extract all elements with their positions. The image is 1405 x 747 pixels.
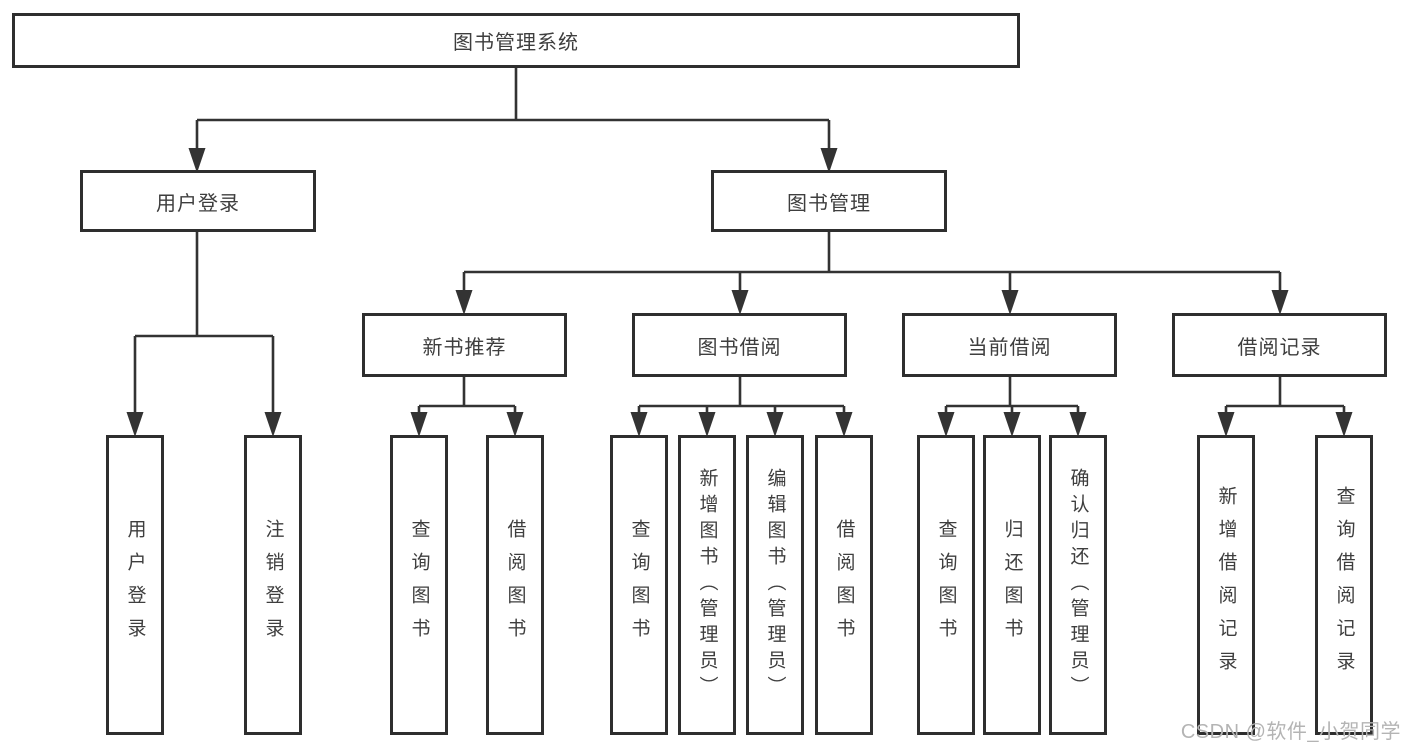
node-root-label: 图书管理系统 bbox=[453, 32, 579, 54]
arrowhead-icon bbox=[820, 148, 838, 173]
wire-book-mgmt-to-groups bbox=[455, 232, 1289, 315]
arrowhead-icon bbox=[937, 412, 955, 437]
leaf-query-book-borrow: 查询图书 bbox=[610, 435, 668, 735]
leaf-edit-book-admin-label: 编辑图书（管理员） bbox=[764, 468, 786, 702]
leaf-add-borrow-record: 新增借阅记录 bbox=[1197, 435, 1255, 735]
wire-borrow-record-to-leaves bbox=[1217, 377, 1353, 437]
node-user-login: 用户登录 bbox=[80, 170, 316, 232]
wire-current-borrow-to-leaves bbox=[937, 377, 1087, 437]
leaf-user-login: 用户登录 bbox=[106, 435, 164, 735]
arrowhead-icon bbox=[1001, 290, 1019, 315]
leaf-logout-label: 注销登录 bbox=[262, 519, 284, 651]
node-current-borrow: 当前借阅 bbox=[902, 313, 1117, 377]
node-current-borrow-label: 当前借阅 bbox=[967, 336, 1052, 359]
arrowhead-icon bbox=[1217, 412, 1235, 437]
arrowhead-icon bbox=[698, 412, 716, 437]
leaf-logout: 注销登录 bbox=[244, 435, 302, 735]
leaf-add-book-admin: 新增图书（管理员） bbox=[678, 435, 736, 735]
wire-user-login-to-leaves bbox=[126, 232, 282, 437]
leaf-return-book: 归还图书 bbox=[983, 435, 1041, 735]
arrowhead-icon bbox=[1271, 290, 1289, 315]
leaf-borrow-book-label: 借阅图书 bbox=[833, 519, 855, 651]
leaf-edit-book-admin: 编辑图书（管理员） bbox=[746, 435, 804, 735]
node-root: 图书管理系统 bbox=[12, 13, 1020, 68]
arrowhead-icon bbox=[766, 412, 784, 437]
leaf-query-book-current: 查询图书 bbox=[917, 435, 975, 735]
node-new-book-recommend: 新书推荐 bbox=[362, 313, 567, 377]
leaf-borrow-book-recommend: 借阅图书 bbox=[486, 435, 544, 735]
arrowhead-icon bbox=[835, 412, 853, 437]
leaf-query-book-recommend: 查询图书 bbox=[390, 435, 448, 735]
arrowhead-icon bbox=[126, 412, 144, 437]
arrowhead-icon bbox=[630, 412, 648, 437]
wire-book-borrow-to-leaves bbox=[630, 377, 853, 437]
leaf-query-book-recommend-label: 查询图书 bbox=[408, 519, 430, 651]
node-book-management: 图书管理 bbox=[711, 170, 947, 232]
leaf-query-book-borrow-label: 查询图书 bbox=[628, 519, 650, 651]
node-book-borrow: 图书借阅 bbox=[632, 313, 847, 377]
leaf-borrow-book-recommend-label: 借阅图书 bbox=[504, 519, 526, 651]
leaf-return-book-label: 归还图书 bbox=[1001, 519, 1023, 651]
wire-new-book-to-leaves bbox=[410, 377, 524, 437]
arrowhead-icon bbox=[455, 290, 473, 315]
node-book-management-label: 图书管理 bbox=[787, 192, 871, 215]
node-borrow-record: 借阅记录 bbox=[1172, 313, 1387, 377]
node-borrow-record-label: 借阅记录 bbox=[1237, 336, 1322, 359]
arrowhead-icon bbox=[1003, 412, 1021, 437]
arrowhead-icon bbox=[731, 290, 749, 315]
leaf-query-book-current-label: 查询图书 bbox=[935, 519, 957, 651]
leaf-borrow-book: 借阅图书 bbox=[815, 435, 873, 735]
leaf-confirm-return-admin: 确认归还（管理员） bbox=[1049, 435, 1107, 735]
arrowhead-icon bbox=[188, 148, 206, 173]
leaf-user-login-label: 用户登录 bbox=[124, 519, 146, 651]
arrowhead-icon bbox=[506, 412, 524, 437]
arrowhead-icon bbox=[1069, 412, 1087, 437]
node-new-book-recommend-label: 新书推荐 bbox=[422, 336, 507, 359]
leaf-add-book-admin-label: 新增图书（管理员） bbox=[696, 468, 718, 702]
arrowhead-icon bbox=[1335, 412, 1353, 437]
node-book-borrow-label: 图书借阅 bbox=[697, 336, 782, 359]
leaf-query-borrow-record: 查询借阅记录 bbox=[1315, 435, 1373, 735]
leaf-confirm-return-admin-label: 确认归还（管理员） bbox=[1067, 468, 1089, 702]
arrowhead-icon bbox=[410, 412, 428, 437]
leaf-add-borrow-record-label: 新增借阅记录 bbox=[1215, 486, 1237, 684]
node-user-login-label: 用户登录 bbox=[156, 192, 240, 215]
leaf-query-borrow-record-label: 查询借阅记录 bbox=[1333, 486, 1355, 684]
wire-root-to-branches bbox=[188, 68, 838, 173]
arrowhead-icon bbox=[264, 412, 282, 437]
